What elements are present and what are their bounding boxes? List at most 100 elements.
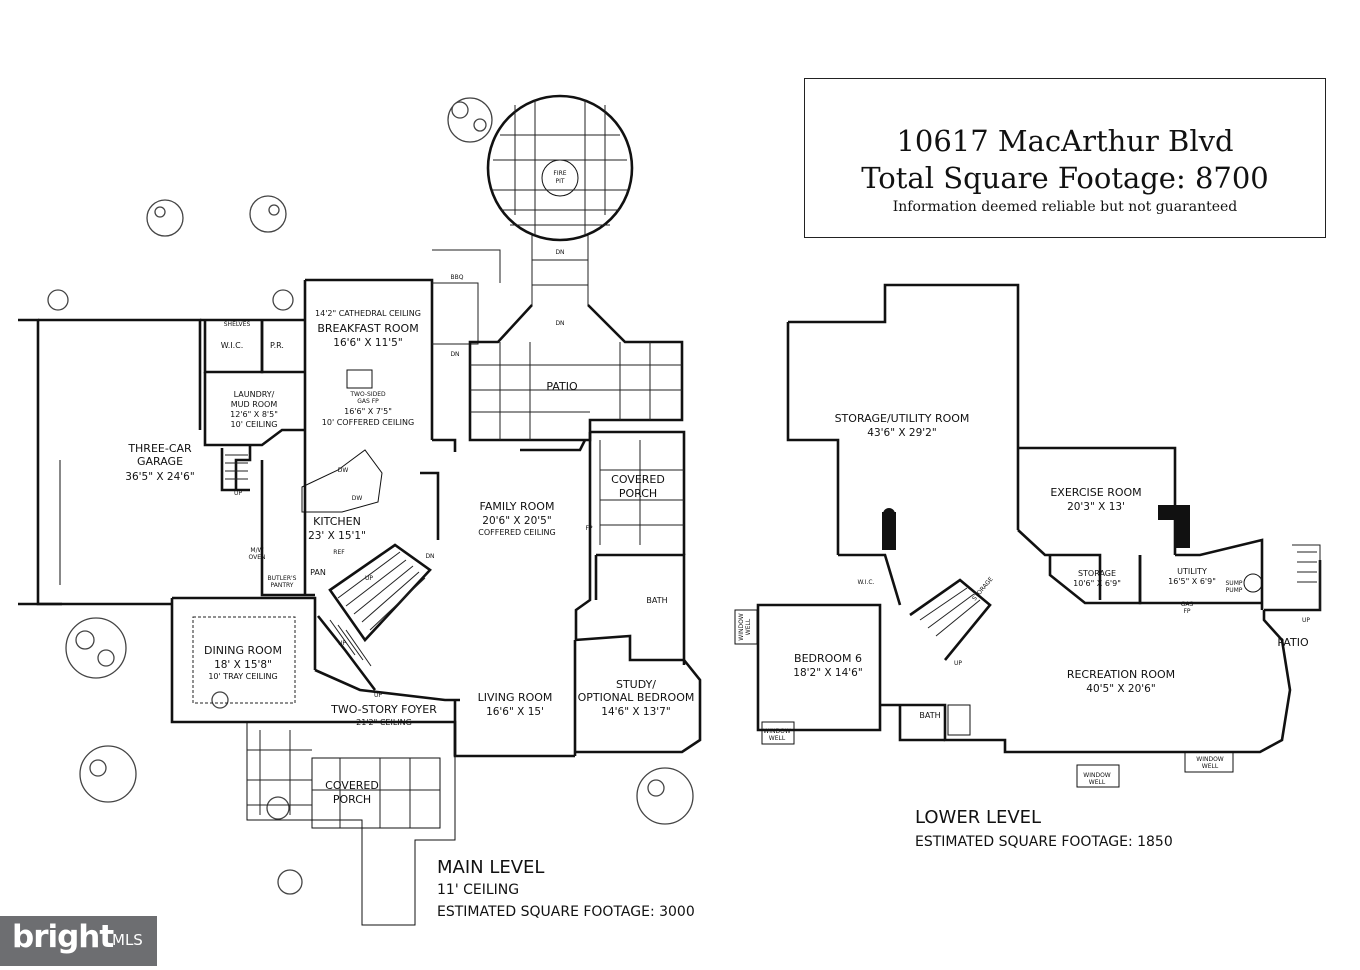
landscape-trees bbox=[47, 97, 694, 895]
lower-level-title: LOWER LEVEL bbox=[915, 807, 1041, 828]
foyer-note: 21'2" CEILING bbox=[356, 718, 412, 727]
study-name-2: OPTIONAL BEDROOM bbox=[578, 691, 695, 704]
gas-fp-label-1: TWO-SIDED bbox=[349, 391, 386, 398]
coffered-dim: 16'6" X 7'5" bbox=[344, 407, 392, 416]
main-stair-up-4: UP bbox=[374, 692, 382, 699]
lower-level-walls bbox=[756, 283, 1322, 754]
dw-label-1: DW bbox=[338, 467, 349, 474]
dw-label-2: DW bbox=[352, 495, 363, 502]
window-well-4b: WELL bbox=[1202, 763, 1219, 770]
lower-gas-fp-2: FP bbox=[1183, 608, 1190, 615]
breakfast-note: 14'2" CATHEDRAL CEILING bbox=[315, 309, 421, 318]
window-wells bbox=[734, 609, 1234, 788]
exercise-name: EXERCISE ROOM bbox=[1050, 486, 1141, 499]
storage-utility-dim: 43'6" X 29'2" bbox=[867, 427, 936, 439]
lower-level-sqft: ESTIMATED SQUARE FOOTAGE: 1850 bbox=[915, 834, 1173, 850]
lower-patio-label: PATIO bbox=[1277, 636, 1309, 649]
main-stair-dn-3: DN bbox=[555, 249, 564, 256]
main-level-ceiling: 11' CEILING bbox=[437, 882, 519, 898]
storage-small-dim: 10'6" X 6'9" bbox=[1073, 579, 1121, 588]
garage-name-1: THREE-CAR bbox=[127, 442, 192, 455]
mw-oven-1: M/W bbox=[250, 547, 263, 554]
front-porch-name-2: PORCH bbox=[333, 793, 371, 806]
recreation-dim: 40'5" X 20'6" bbox=[1086, 683, 1155, 695]
main-stair-dn-1: DN bbox=[425, 553, 434, 560]
main-level-walls bbox=[18, 249, 702, 926]
main-stair-up-1: UP bbox=[234, 490, 242, 497]
window-well-4a: WINDOW bbox=[1196, 756, 1224, 763]
bbq-label: BBQ bbox=[451, 274, 464, 281]
utility-name: UTILITY bbox=[1177, 567, 1207, 576]
wic-label: W.I.C. bbox=[221, 341, 244, 350]
utility-dim: 16'5" X 6'9" bbox=[1168, 577, 1216, 586]
family-note: COFFERED CEILING bbox=[478, 528, 555, 537]
foyer-name: TWO-STORY FOYER bbox=[330, 703, 437, 716]
fp-label: FP bbox=[585, 525, 592, 532]
lower-wic-label: W.I.C. bbox=[858, 579, 875, 586]
rear-porch-name-2: PORCH bbox=[619, 487, 657, 500]
sump-pump-1: SUMP bbox=[1226, 580, 1243, 587]
dining-dim: 18' X 15'8" bbox=[214, 659, 272, 671]
dining-note: 10' TRAY CEILING bbox=[208, 672, 277, 681]
gas-fp-label-2: GAS FP bbox=[357, 398, 379, 405]
coffered-note: 10' COFFERED CEILING bbox=[322, 418, 414, 427]
dining-name: DINING ROOM bbox=[204, 644, 282, 657]
window-well-1b: WELL bbox=[769, 735, 786, 742]
recreation-name: RECREATION ROOM bbox=[1067, 668, 1175, 681]
mw-oven-2: OVEN bbox=[248, 554, 265, 561]
garage-name-2: GARAGE bbox=[137, 455, 183, 468]
main-level-title: MAIN LEVEL bbox=[437, 857, 544, 878]
kitchen-dim: 23' X 15'1" bbox=[308, 530, 366, 542]
main-stair-up-3: UP bbox=[338, 640, 346, 647]
shelves-label: SHELVES bbox=[224, 321, 251, 328]
breakfast-dim: 16'6" X 11'5" bbox=[333, 337, 402, 349]
garage-dim: 36'5" X 24'6" bbox=[125, 471, 194, 483]
window-well-3b: WELL bbox=[1089, 779, 1106, 786]
patio-label: PATIO bbox=[546, 380, 578, 393]
watermark-suffix: MLS bbox=[112, 931, 143, 949]
storage-small-name: STORAGE bbox=[1078, 569, 1116, 578]
family-dim: 20'6" X 20'5" bbox=[482, 515, 551, 527]
main-stair-dn-4: DN bbox=[555, 320, 564, 327]
disclaimer: Information deemed reliable but not guar… bbox=[892, 199, 1238, 215]
property-info-box: 10617 MacArthur Blvd Total Square Footag… bbox=[804, 78, 1326, 238]
kitchen-name: KITCHEN bbox=[313, 515, 361, 528]
main-stairs bbox=[220, 448, 432, 691]
watermark-brand: bright bbox=[12, 919, 114, 955]
laundry-name-1: LAUNDRY/ bbox=[234, 390, 275, 399]
main-stair-dn-2: DN bbox=[450, 351, 459, 358]
bedroom-dim: 18'2" X 14'6" bbox=[793, 667, 862, 679]
lower-level-labels: STORAGE/UTILITY ROOM 43'6" X 29'2" EXERC… bbox=[738, 412, 1310, 850]
main-level-labels: THREE-CAR GARAGE 36'5" X 24'6" SHELVES W… bbox=[125, 170, 694, 920]
exercise-dim: 20'3" X 13' bbox=[1067, 501, 1125, 513]
bath-label: BATH bbox=[646, 596, 667, 605]
ref-label: REF bbox=[333, 549, 345, 556]
pr-label: P.R. bbox=[270, 341, 284, 350]
window-well-2a: WINDOW bbox=[738, 613, 745, 641]
living-name: LIVING ROOM bbox=[478, 691, 553, 704]
lower-bath-label: BATH bbox=[919, 711, 940, 720]
butlers-pantry-1: BUTLER'S bbox=[268, 575, 297, 582]
main-stair-up-2: UP bbox=[365, 575, 373, 582]
front-porch-name-1: COVERED bbox=[325, 779, 379, 792]
lower-stair-up: UP bbox=[954, 660, 962, 667]
fire-pit-label-2: PIT bbox=[555, 178, 564, 185]
breakfast-name: BREAKFAST ROOM bbox=[317, 322, 418, 335]
lower-gas-fp-1: GAS bbox=[1181, 601, 1194, 608]
study-dim: 14'6" X 13'7" bbox=[601, 706, 670, 718]
window-well-2b: WELL bbox=[745, 618, 752, 635]
bright-mls-watermark: bright MLS bbox=[0, 916, 157, 966]
main-level-sqft: ESTIMATED SQUARE FOOTAGE: 3000 bbox=[437, 904, 695, 920]
fire-pit-label-1: FIRE bbox=[553, 170, 566, 177]
lower-patio-stair-up: UP bbox=[1302, 617, 1310, 624]
butlers-pantry-2: PANTRY bbox=[271, 582, 294, 589]
bedroom-name: BEDROOM 6 bbox=[794, 652, 862, 665]
window-well-1a: WINDOW bbox=[763, 728, 791, 735]
study-name-1: STUDY/ bbox=[616, 678, 656, 691]
total-square-footage: Total Square Footage: 8700 bbox=[861, 161, 1269, 195]
pan-label: PAN bbox=[310, 568, 326, 577]
patio-stones bbox=[247, 94, 684, 828]
sump-pump-2: PUMP bbox=[1226, 587, 1243, 594]
